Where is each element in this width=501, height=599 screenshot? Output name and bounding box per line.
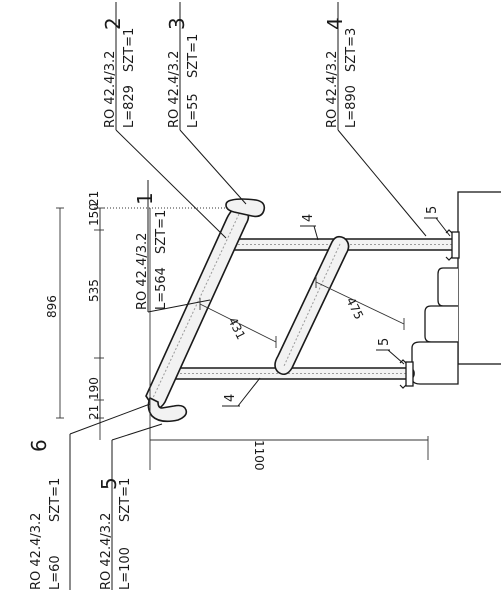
part-4-qty: SZT=3 xyxy=(344,28,359,72)
marker-5-lower: 5 xyxy=(377,338,392,346)
dim-475: 475 xyxy=(343,295,366,322)
dim-21-bottom: 21 xyxy=(87,405,101,420)
handrail-top-bend xyxy=(225,198,266,218)
handrail-bottom-bend xyxy=(147,396,188,423)
dim-21-top: 21 xyxy=(87,191,101,206)
stair-steps xyxy=(411,191,501,385)
part-1-qty: SZT=1 xyxy=(154,210,169,254)
marker-4-upper: 4 xyxy=(301,214,316,222)
dim-896: 896 xyxy=(45,295,59,318)
part-3-qty: SZT=1 xyxy=(186,34,201,78)
part-4-spec: RO 42.4/3.2 xyxy=(325,51,340,128)
part-4-number: 4 xyxy=(323,17,347,30)
part-label-6: RO 42.4/3.2 L=60 SZT=1 6 xyxy=(27,439,63,590)
dimension-texts: 896 535 150 21 21 190 431 475 1100 xyxy=(45,191,366,471)
part-2-length: L=829 xyxy=(122,85,137,128)
leader-lines xyxy=(69,2,451,590)
part-5-length: L=100 xyxy=(118,547,133,590)
dim-190: 190 xyxy=(87,377,101,400)
part-3-number: 3 xyxy=(165,17,189,30)
part-5-number: 5 xyxy=(97,477,121,490)
dim-1100: 1100 xyxy=(252,440,266,471)
part-6-number: 6 xyxy=(27,439,51,452)
foot-plates xyxy=(399,229,460,389)
part-6-qty: SZT=1 xyxy=(48,478,63,522)
step-2 xyxy=(424,305,458,343)
foot-plate-upper xyxy=(451,231,460,259)
part-1-length: L=564 xyxy=(154,267,169,310)
dim-431: 431 xyxy=(225,315,248,342)
step-3 xyxy=(437,267,458,307)
part-2-spec: RO 42.4/3.2 xyxy=(103,51,118,128)
part-6-length: L=60 xyxy=(48,555,63,590)
step-1 xyxy=(411,341,459,385)
foot-plate-lower xyxy=(405,361,414,387)
part-3-spec: RO 42.4/3.2 xyxy=(167,51,182,128)
part-label-3: RO 42.4/3.2 L=55 SZT=1 3 xyxy=(165,17,201,128)
part-2-qty: SZT=1 xyxy=(122,28,137,72)
part-label-5: RO 42.4/3.2 L=100 SZT=1 5 xyxy=(97,477,133,590)
dimension-lines xyxy=(56,207,429,470)
marker-5-upper: 5 xyxy=(425,206,440,214)
part-label-4: RO 42.4/3.2 L=890 SZT=3 4 xyxy=(323,17,359,128)
part-label-2: RO 42.4/3.2 L=829 SZT=1 2 xyxy=(101,17,137,128)
dim-150: 150 xyxy=(87,203,101,226)
part-4-length: L=890 xyxy=(344,85,359,128)
part-3-length: L=55 xyxy=(186,93,201,128)
part-label-1: RO 42.4/3.2 L=564 SZT=1 1 xyxy=(133,192,169,310)
railing-frame xyxy=(145,198,459,423)
stair-landing xyxy=(457,191,501,365)
part-1-spec: RO 42.4/3.2 xyxy=(135,233,150,310)
dim-535: 535 xyxy=(87,279,101,302)
part-1-number: 1 xyxy=(133,192,157,205)
item-markers: 4 4 5 5 xyxy=(223,206,440,402)
part-5-qty: SZT=1 xyxy=(118,478,133,522)
part-6-spec: RO 42.4/3.2 xyxy=(29,513,44,590)
part-5-spec: RO 42.4/3.2 xyxy=(99,513,114,590)
marker-4-lower: 4 xyxy=(223,394,238,402)
part-2-number: 2 xyxy=(101,17,125,30)
knee-rail xyxy=(274,235,350,376)
